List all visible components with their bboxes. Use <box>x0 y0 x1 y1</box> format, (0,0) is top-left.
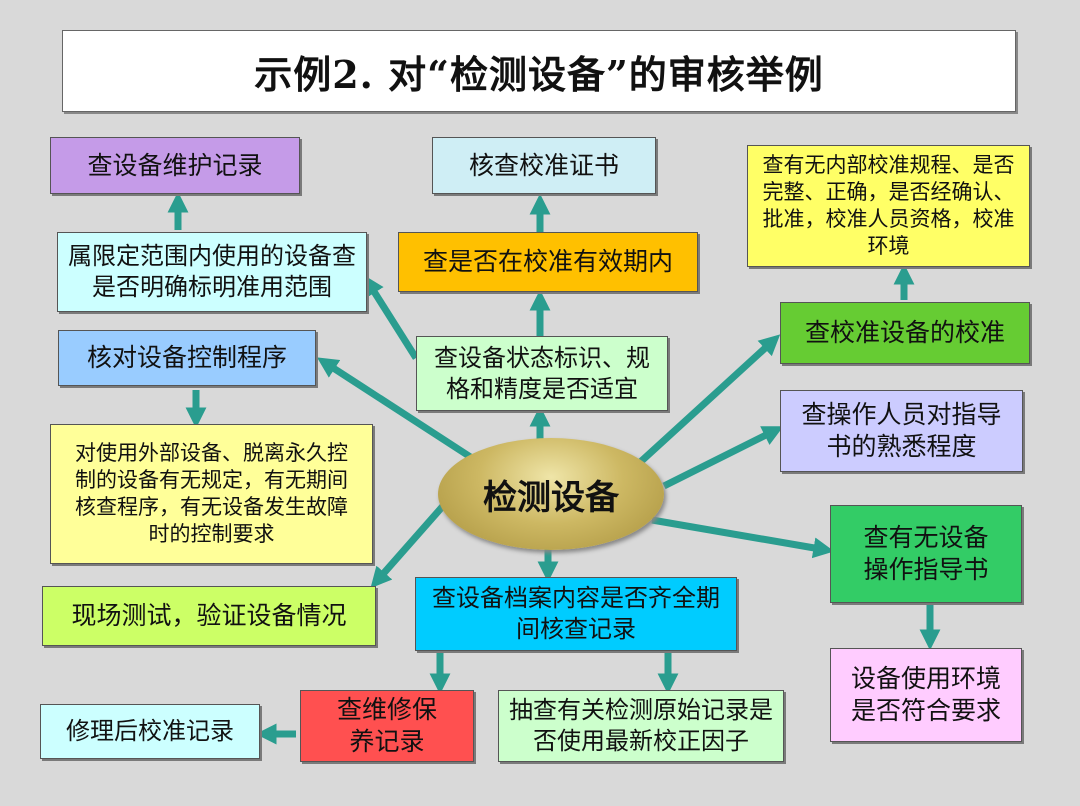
arrow-to-instruction <box>651 516 835 559</box>
box-repair-upkeep: 查维修保养记录 <box>300 690 474 762</box>
box-external-equipment: 对使用外部设备、脱离永久控制的设备有无规定，有无期间核查程序，有无设备发生故障时… <box>50 424 373 564</box>
box-calibration-validity: 查是否在校准有效期内 <box>398 232 698 292</box>
arrow-to-restricted <box>363 274 419 360</box>
box-operator-familiarity: 查操作人员对指导书的熟悉程度 <box>780 390 1023 472</box>
box-equipment-archive: 查设备档案内容是否齐全期间核查记录 <box>415 577 737 651</box>
center-node-test-equipment: 检测设备 <box>438 438 664 550</box>
box-raw-records: 抽查有关检测原始记录是否使用最新校正因子 <box>498 690 784 762</box>
arrow-to-calib-equip <box>633 334 781 469</box>
box-control-procedure: 核对设备控制程序 <box>58 330 316 386</box>
arrow-to-control <box>316 357 474 461</box>
box-field-test: 现场测试，验证设备情况 <box>42 586 376 646</box>
box-maintenance-records: 查设备维护记录 <box>50 137 300 194</box>
box-operating-instruction: 查有无设备操作指导书 <box>830 505 1022 603</box>
box-internal-calibration-procedure: 查有无内部校准规程、是否完整、正确，是否经确认、批准，校准人员资格，校准环境 <box>747 145 1030 267</box>
arrow-to-operator <box>662 426 784 490</box>
box-check-calibration-certificate: 核查校准证书 <box>432 137 656 194</box>
arrow-to-field-test <box>370 495 453 589</box>
box-status-label: 查设备状态标识、规格和精度是否适宜 <box>416 336 668 411</box>
box-restricted-scope: 属限定范围内使用的设备查是否明确标明准用范围 <box>57 232 367 312</box>
page-title: 示例2. 对“检测设备”的审核举例 <box>62 30 1016 112</box>
box-environment: 设备使用环境是否符合要求 <box>830 648 1022 742</box>
box-calibration-equipment: 查校准设备的校准 <box>780 302 1030 364</box>
box-repair-calibration: 修理后校准记录 <box>40 704 260 759</box>
